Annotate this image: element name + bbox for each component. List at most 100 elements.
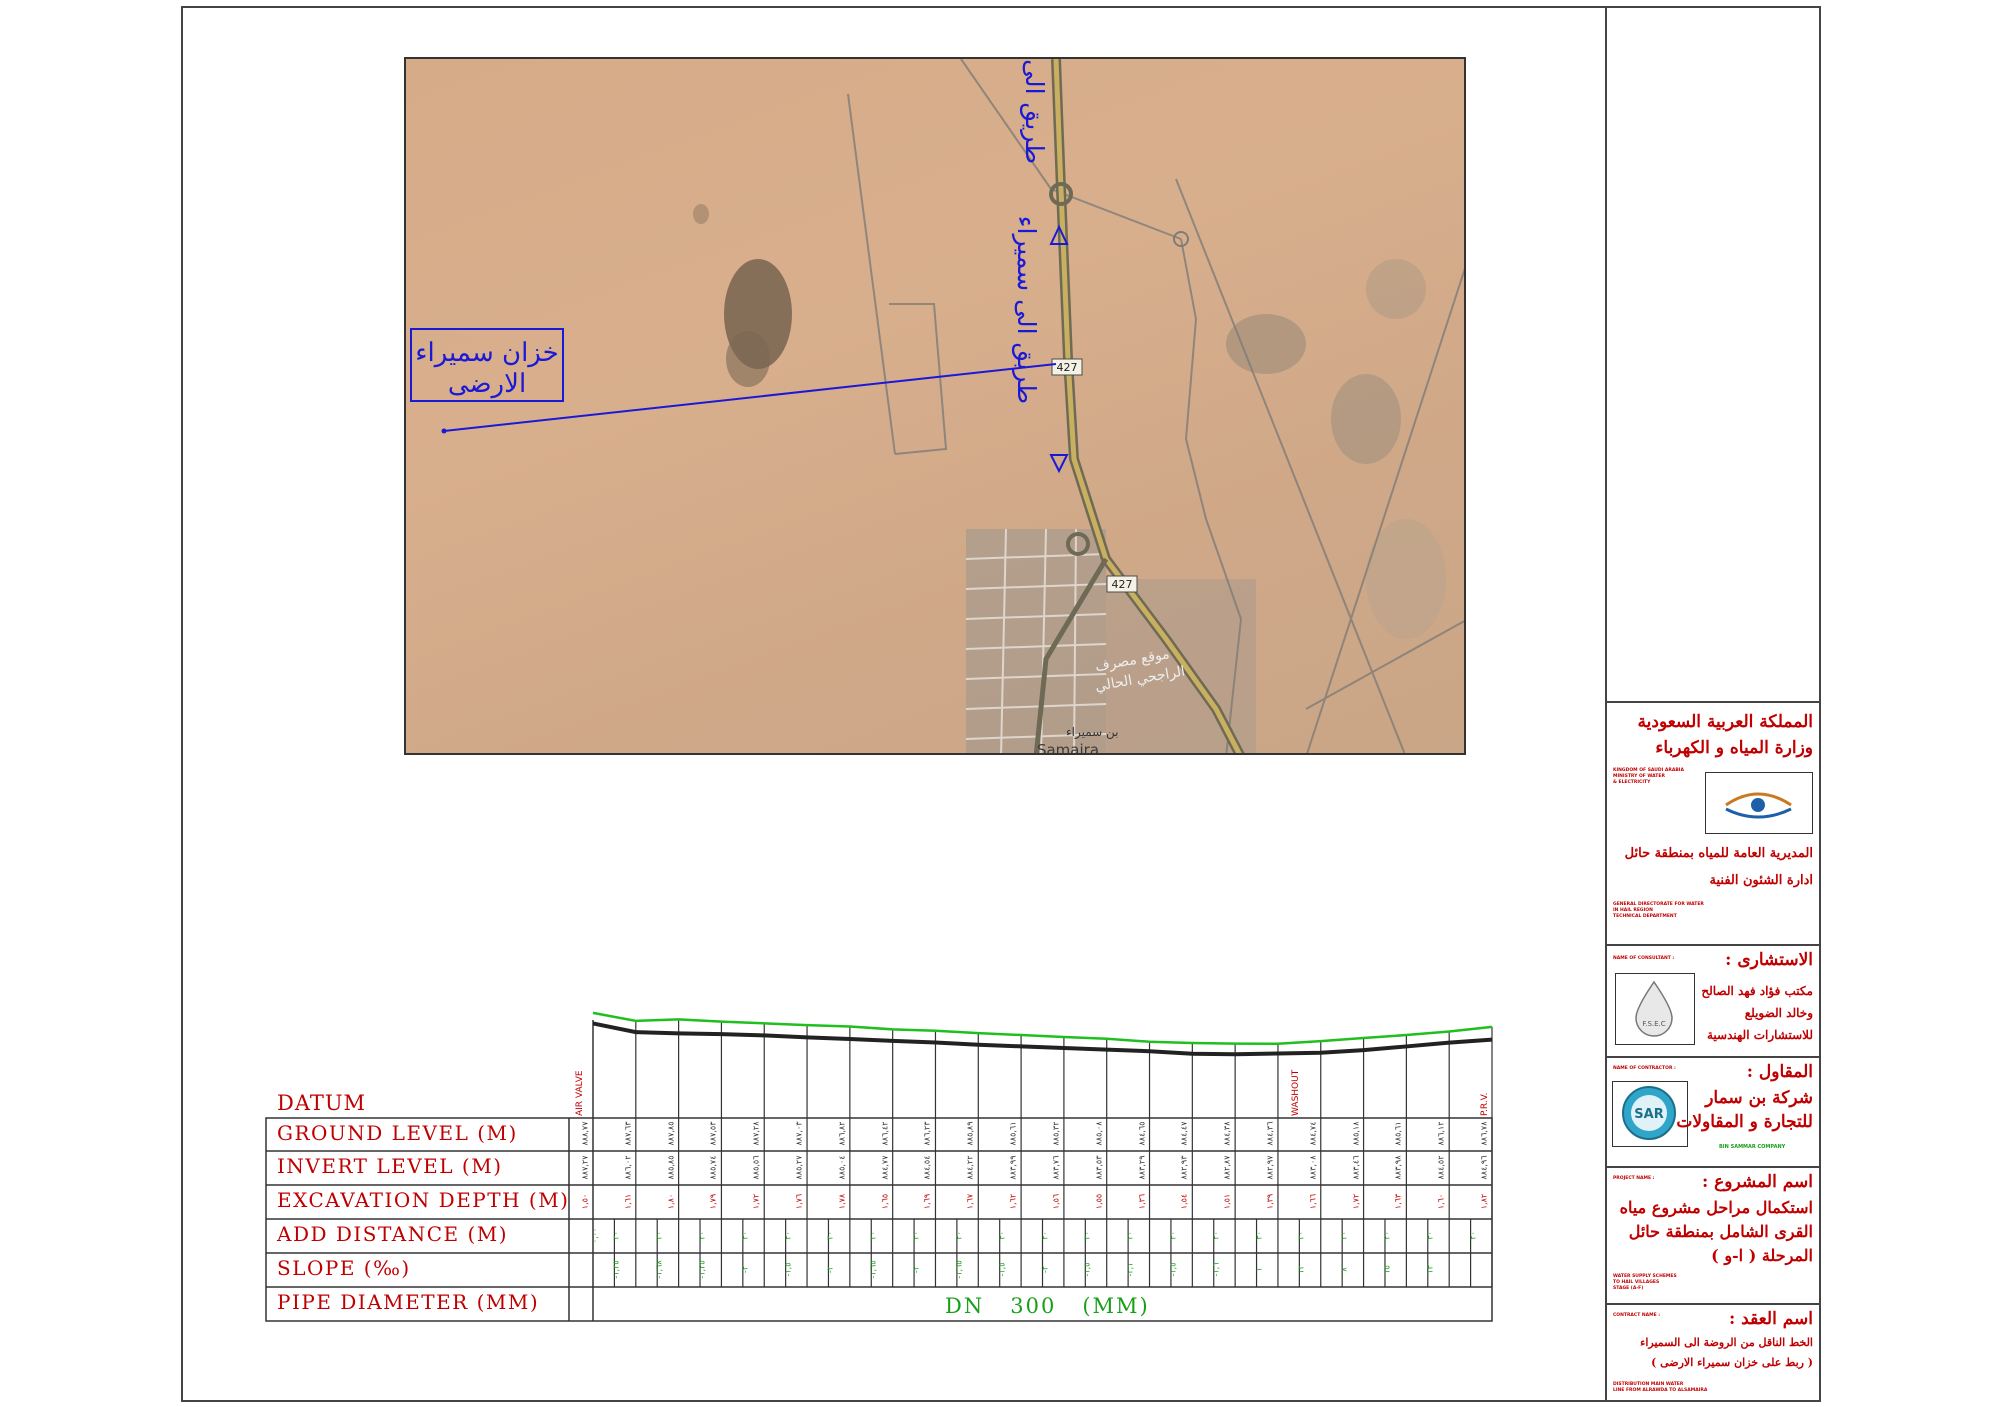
profile-cell-value: ٣٠ — [911, 1231, 921, 1240]
consultant-name-3: للاستشارات الهندسية — [1706, 1028, 1813, 1042]
terrain-patch — [1366, 519, 1446, 639]
town-area — [966, 529, 1106, 753]
profile-cell-value: -١,٥ — [1082, 1262, 1092, 1277]
profile-cell-value: ١,٨٢ — [1479, 1193, 1489, 1210]
profile-cell-value: ٨٨٥,٦١ — [1008, 1121, 1018, 1146]
profile-cell-value: ٨٨٤,٦٥ — [1137, 1121, 1147, 1146]
profile-cell-value: ١,٣٩ — [1265, 1193, 1275, 1210]
profile-cell-value: ٨٨٧,٠٣ — [794, 1121, 804, 1146]
profile-cell-value: ٨٨٥,٥٦ — [751, 1155, 761, 1180]
water-drop-icon — [1725, 792, 1792, 819]
profile-cell-value: ٨٨٦,١٢ — [1436, 1121, 1446, 1146]
profile-cell-value: ٨٨٣,٩٨ — [1393, 1155, 1403, 1180]
kingdom-en-3: & ELECTRICITY — [1613, 780, 1651, 785]
profile-cell-value: ٨٨٣,٥٣ — [1094, 1155, 1104, 1180]
profile-cell-value: ٨٨٣,٠٨ — [1308, 1155, 1318, 1180]
profile-cell-value: ١,٦٦ — [1308, 1193, 1318, 1210]
arrow-north-icon — [1049, 224, 1069, 245]
profile-cell-value: ٨٨٥,٢٧ — [794, 1155, 804, 1180]
profile-cell-value: ٨٨٤,٣٨ — [1222, 1121, 1232, 1146]
profile-cell-value: ١٢ — [1296, 1265, 1306, 1274]
profile-cell-value: ٢٠ — [697, 1231, 707, 1240]
tank-point — [441, 428, 447, 434]
profile-cell-value: ١,٦٢ — [1008, 1193, 1018, 1210]
profile-cell-value: -٢ — [825, 1265, 835, 1274]
profile-cell-value: ١,٥٤ — [1179, 1193, 1189, 1210]
contractor-ar: المقاول : — [1746, 1062, 1813, 1082]
profile-cell-value: ٣٠ — [997, 1231, 1007, 1240]
pipe-diameter-label: PIPE DIAMETER (MM) — [277, 1290, 540, 1314]
route-shield — [1106, 575, 1138, 593]
profile-cell-value: ٨٨٢,٨٧ — [1222, 1155, 1232, 1180]
profile-cell-value: ٣٠ — [1425, 1231, 1435, 1240]
road-south-label: طريق الى سميراء — [1011, 216, 1041, 404]
directorate-en-3: TECHNICAL DEPARTMENT — [1613, 914, 1677, 919]
profile-cell-value: -١,٢٥ — [611, 1260, 621, 1279]
profile-cell-value: ٢٠ — [783, 1231, 793, 1240]
profile-cell-value: -١,٦٥ — [954, 1260, 964, 1279]
town-label-en: Samaira — [1037, 741, 1099, 755]
satellite-map: 427 427 خزان سميراء الارضى طريق الى شنان… — [404, 57, 1466, 755]
profile-cell-value: ٨٨٧,٦٣ — [623, 1121, 633, 1146]
profile-cell-value: ٨٨٢,٩٧ — [1265, 1155, 1275, 1180]
roundabout — [1049, 182, 1073, 206]
ministry-ar: وزارة المياه و الكهرباء — [1655, 738, 1813, 758]
profile-cell-value: ٣٠ — [825, 1231, 835, 1240]
profile-cell-value: ١,٦٧ — [965, 1193, 975, 1210]
roundabout — [1066, 532, 1090, 556]
excavation-depth-label: EXCAVATION DEPTH (M) — [277, 1188, 570, 1212]
profile-cell-value: ٢٠ — [868, 1231, 878, 1240]
profile-cell-value: ٢٠ — [1125, 1231, 1135, 1240]
consultant-ar: الاستشارى : — [1725, 950, 1813, 970]
project-name-en-1: WATER SUPPLY SCHEMES — [1613, 1274, 1677, 1279]
roundabout — [1173, 231, 1189, 247]
profile-cell-value: ١,٦٥ — [880, 1193, 890, 1210]
profile-cell-value: ١,٧٩ — [708, 1193, 718, 1210]
contract-name-en-2: LINE FROM ALRAWDA TO ALSAMAIRA — [1613, 1388, 1708, 1393]
title-block-divider — [1607, 701, 1821, 703]
project-name-3: المرحلة ( ا-و ) — [1711, 1246, 1813, 1265]
kingdom-en-1: KINGDOM OF SAUDI ARABIA — [1613, 768, 1684, 773]
profile-cell-value: ٨٨٤,٥٤ — [922, 1155, 932, 1180]
tank-label-box — [410, 328, 564, 402]
profile-cell-value: ٣٠ — [740, 1231, 750, 1240]
route-shield-number: 427 — [1112, 578, 1133, 591]
contract-name-en-1: DISTRIBUTION MAIN WATER — [1613, 1382, 1684, 1387]
profile-cell-value: ٨٨٧,٥٣ — [708, 1121, 718, 1146]
profile-cell-value: ٣٠ — [1254, 1231, 1264, 1240]
directorate-en-2: IN HAIL REGION — [1613, 908, 1653, 913]
contractor-logo-text: SAR — [1634, 1107, 1663, 1122]
project-name-en-2: TO HAIL VILLAGES — [1613, 1280, 1660, 1285]
profile-cell-value: -٢ — [740, 1265, 750, 1274]
terrain-patch — [1331, 374, 1401, 464]
profile-cell-value: ١٥ — [1382, 1265, 1392, 1274]
kingdom-en-2: MINISTRY OF WATER — [1613, 774, 1665, 779]
fixture-washout: WASHOUT — [1291, 1069, 1301, 1116]
invert-level-line — [592, 1021, 1493, 1057]
profile-cell-value: -١,٢٥ — [697, 1260, 707, 1279]
profile-cell-value: -١,٥ — [783, 1262, 793, 1277]
profile-cell-value: ٢٠ — [954, 1231, 964, 1240]
profile-cell-value: ١,٦٣ — [1393, 1193, 1403, 1210]
profile-cell-value: ٢٠ — [1211, 1231, 1221, 1240]
highway-427-centerline — [1053, 59, 1242, 753]
contractor-name-en: BIN SAMMAR COMPANY — [1719, 1144, 1786, 1150]
profile-cell-value: ١,٥٠ — [580, 1193, 590, 1210]
profile-cell-value: ٠,٠٠ — [590, 1227, 600, 1244]
terrain-patch — [693, 204, 709, 224]
terrain-patch — [1366, 259, 1426, 319]
sar-logo-icon: SAR — [1622, 1086, 1676, 1140]
contractor-logo: SAR — [1612, 1081, 1688, 1147]
profile-table-grid — [265, 1020, 1493, 1322]
pipe-diameter-value: DN 300 (MM) — [945, 1294, 1150, 1318]
profile-cell-value: ٨٨٨,٧٧ — [580, 1121, 590, 1146]
ministry-logo — [1705, 772, 1813, 834]
invert-level-label: INVERT LEVEL (M) — [277, 1154, 503, 1178]
consultant-en: NAME OF CONSULTANT : — [1613, 956, 1675, 961]
title-block-divider — [1607, 1303, 1821, 1305]
profile-cell-value: ٨٨٥,٣٢ — [1051, 1121, 1061, 1146]
profile-cell-value: ٨٨٦,٢٣ — [922, 1121, 932, 1146]
profile-cell-value: -١,٦٨ — [654, 1260, 664, 1279]
contract-name-2: ( ربط على خزان سميراء الارضى ) — [1651, 1356, 1813, 1369]
